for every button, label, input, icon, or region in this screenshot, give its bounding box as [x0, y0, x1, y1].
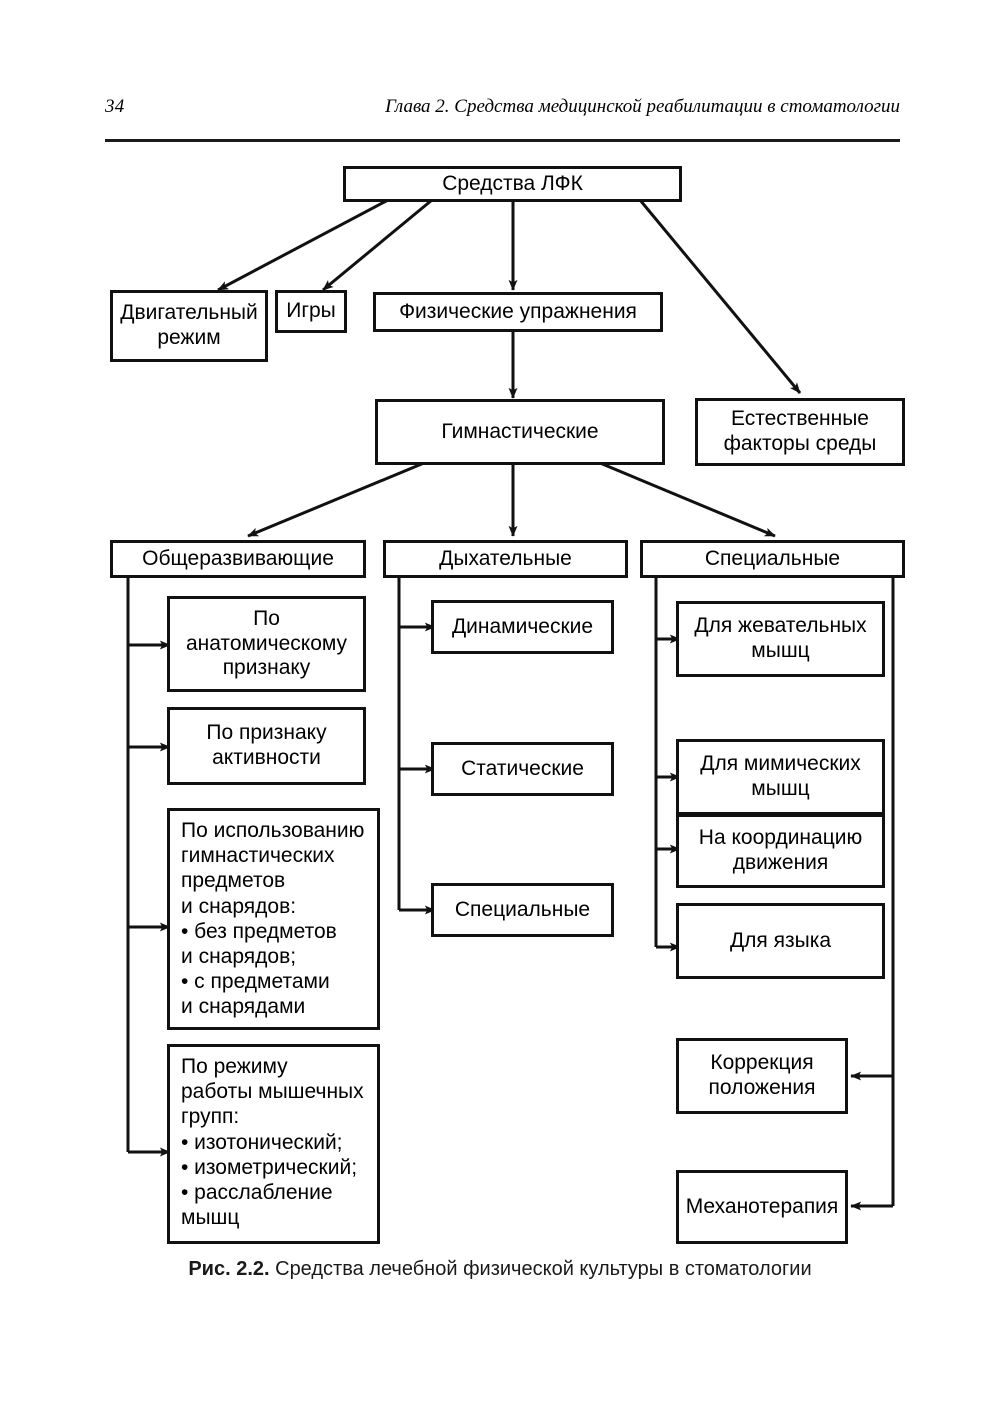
- node-sredstva-lfk[interactable]: Средства ЛФК: [343, 166, 682, 202]
- node-gimnasticheskie[interactable]: Гимнастические: [375, 399, 665, 465]
- node-dlya-mimicheskih-myshc[interactable]: Для мимических мышц: [676, 739, 885, 815]
- node-label: Динамические: [451, 614, 594, 638]
- node-label: Дыхательные: [439, 546, 572, 570]
- node-specialnye[interactable]: Специальные: [640, 540, 905, 578]
- node-label: Физические упражнения: [399, 299, 637, 323]
- node-label: Коррекция положения: [708, 1051, 816, 1099]
- node-na-koordinaciyu-dvizheniya[interactable]: На координацию движения: [676, 814, 885, 888]
- node-label: Статические: [461, 756, 584, 780]
- node-dlya-yazyka[interactable]: Для языка: [676, 903, 885, 979]
- running-head: Глава 2. Средства медицинской реабилитац…: [385, 96, 900, 117]
- node-dyhatelnye[interactable]: Дыхательные: [383, 540, 628, 578]
- node-label: На координацию движения: [698, 826, 863, 874]
- node-label: Специальные: [704, 546, 841, 570]
- node-label: По анатомическому признаку: [185, 606, 348, 680]
- node-label: Общеразвивающие: [142, 546, 334, 570]
- edge-root-to-motor-regime: [217, 198, 389, 292]
- node-igry[interactable]: Игры: [275, 290, 347, 333]
- figure-caption: Рис. 2.2. Средства лечебной физической к…: [0, 1258, 1000, 1281]
- node-po-ispolzovaniyu-predmetov[interactable]: По использованию гимнастических предмето…: [167, 808, 380, 1030]
- node-label: Гимнастические: [441, 419, 599, 443]
- node-po-rezhimu-raboty-myshc[interactable]: По режиму работы мышечных групп: • изото…: [167, 1044, 380, 1244]
- page-header: 34 Глава 2. Средства медицинской реабили…: [105, 96, 900, 130]
- node-staticheskie[interactable]: Статические: [431, 742, 614, 796]
- node-fizicheskie-uprazhneniya[interactable]: Физические упражнения: [373, 292, 663, 332]
- node-mehanoterapiya[interactable]: Механотерапия: [676, 1170, 848, 1244]
- edge-root-to-games: [322, 198, 433, 292]
- node-estestvennye-faktory[interactable]: Естественные факторы среды: [695, 398, 905, 466]
- node-label: По признаку активности: [206, 721, 327, 769]
- edge-root-to-natural-factors: [638, 199, 802, 394]
- node-label: Игры: [286, 299, 336, 323]
- node-label: По режиму работы мышечных групп: • изото…: [181, 1055, 364, 1230]
- node-label: Для жевательных мышц: [694, 614, 867, 662]
- node-label: Средства ЛФК: [442, 171, 583, 195]
- node-po-priznaku-aktivnosti[interactable]: По признаку активности: [167, 707, 366, 785]
- edge-gymnastic-to-special: [599, 461, 776, 538]
- figure-caption-number: Рис. 2.2.: [188, 1258, 270, 1280]
- node-label: Для мимических мышц: [700, 752, 861, 800]
- node-label: Для языка: [729, 928, 832, 952]
- figure-caption-text: Средства лечебной физической культуры в …: [269, 1258, 812, 1280]
- node-specialnye-dyhatelnye[interactable]: Специальные: [431, 883, 614, 937]
- node-label: По использованию гимнастических предмето…: [181, 819, 365, 1019]
- node-dinamicheskie[interactable]: Динамические: [431, 600, 614, 654]
- node-dlya-zhevatelnyh-myshc[interactable]: Для жевательных мышц: [676, 601, 885, 677]
- node-po-anatomicheskomu-priznaku[interactable]: По анатомическому признаку: [167, 596, 366, 692]
- node-label: Специальные: [454, 897, 591, 921]
- node-label: Двигательный режим: [120, 301, 258, 349]
- node-dvigatelnyj-rezhim[interactable]: Двигательный режим: [110, 290, 268, 362]
- header-divider: [105, 139, 900, 142]
- node-label: Механотерапия: [685, 1194, 839, 1218]
- node-label: Естественные факторы среды: [723, 407, 877, 455]
- node-korrekciya-polozheniya[interactable]: Коррекция положения: [676, 1038, 848, 1114]
- node-obscherazvivayuschie[interactable]: Общеразвивающие: [110, 540, 366, 578]
- edge-gymnastic-to-general: [247, 461, 425, 538]
- page-number: 34: [105, 96, 125, 117]
